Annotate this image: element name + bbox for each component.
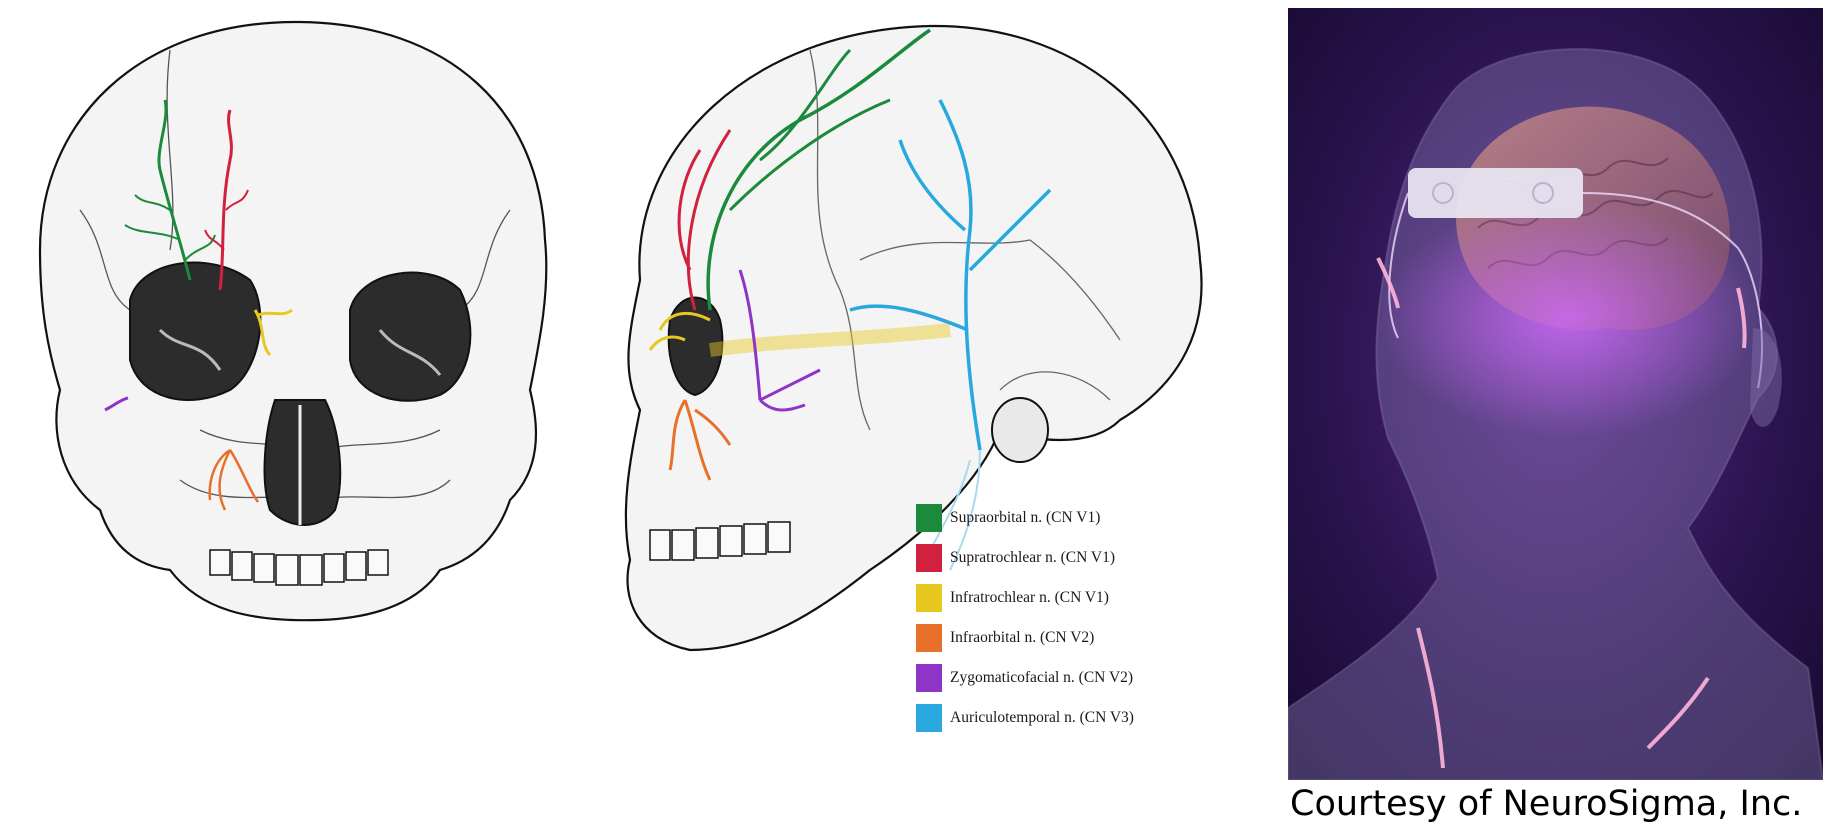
legend-label: Infraorbital n. (CN V2) bbox=[950, 629, 1094, 647]
image-credit-caption: Courtesy of NeuroSigma, Inc. bbox=[1290, 784, 1802, 824]
legend-swatch bbox=[916, 704, 942, 732]
legend-item-infratrochlear: Infratrochlear n. (CN V1) bbox=[916, 578, 1246, 618]
legend-item-supratrochlear: Supratrochlear n. (CN V1) bbox=[916, 538, 1246, 578]
legend-item-infraorbital: Infraorbital n. (CN V2) bbox=[916, 618, 1246, 658]
legend-label: Supraorbital n. (CN V1) bbox=[950, 509, 1100, 527]
legend-swatch bbox=[916, 504, 942, 532]
frontal-skull-illustration bbox=[20, 10, 580, 640]
legend-swatch bbox=[916, 584, 942, 612]
legend-item-auriculotemporal: Auriculotemporal n. (CN V3) bbox=[916, 698, 1246, 738]
legend-label: Auriculotemporal n. (CN V3) bbox=[950, 709, 1134, 727]
legend-swatch bbox=[916, 664, 942, 692]
head-stimulation-illustration bbox=[1288, 8, 1823, 780]
legend-swatch bbox=[916, 624, 942, 652]
legend-label: Zygomaticofacial n. (CN V2) bbox=[950, 669, 1133, 687]
legend-item-supraorbital: Supraorbital n. (CN V1) bbox=[916, 498, 1246, 538]
nerve-legend: Supraorbital n. (CN V1) Supratrochlear n… bbox=[916, 498, 1246, 738]
legend-swatch bbox=[916, 544, 942, 572]
legend-label: Supratrochlear n. (CN V1) bbox=[950, 549, 1115, 567]
legend-label: Infratrochlear n. (CN V1) bbox=[950, 589, 1109, 607]
legend-item-zygomaticofacial: Zygomaticofacial n. (CN V2) bbox=[916, 658, 1246, 698]
